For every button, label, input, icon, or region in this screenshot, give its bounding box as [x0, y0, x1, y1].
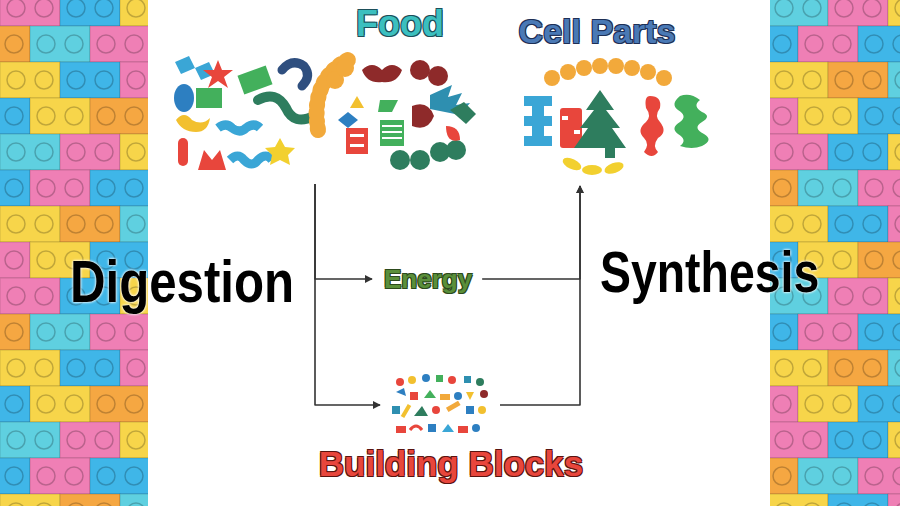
molecule-group: Cell Parts [520, 62, 730, 180]
flow-arrow [315, 184, 372, 279]
food-shapes [174, 56, 476, 170]
energy-node: Energy [378, 262, 478, 296]
flow-arrow [315, 184, 380, 405]
molecule-group: Food [170, 56, 480, 180]
group-heading: Cell Parts [519, 14, 676, 48]
process-label: Digestion [70, 252, 294, 312]
flow-arrow [482, 186, 580, 279]
group-heading: Energy [378, 262, 478, 296]
flow-arrow [500, 186, 580, 405]
molecule-group: Building Blocks [386, 372, 496, 438]
building-block-shapes [392, 374, 488, 433]
group-heading: Building Blocks [319, 446, 583, 481]
group-heading: Food [356, 6, 444, 42]
process-label: Synthesis [600, 243, 819, 301]
cell-part-shapes [524, 58, 709, 176]
